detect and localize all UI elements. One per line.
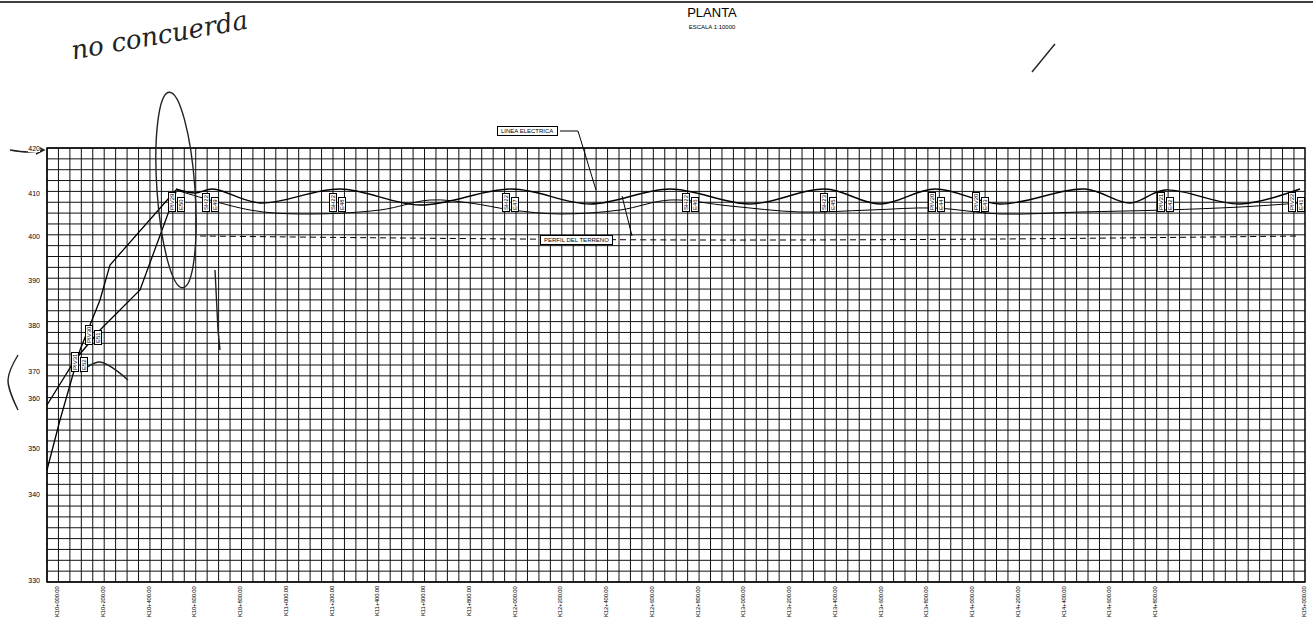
station-label: K11+400.00	[374, 586, 380, 616]
point-tag: SH22	[329, 193, 337, 212]
station-label: K11+200.00	[329, 586, 335, 616]
station-label: K10+000.00	[54, 586, 60, 617]
station-label: K10+800.00	[237, 586, 243, 617]
point-tag: PIV20	[972, 192, 980, 212]
point-tag: PIV21	[1157, 192, 1165, 212]
point-tag: E43	[981, 197, 989, 212]
profile-lines	[47, 131, 1300, 470]
note-text: PERFIL DEL TERRENO	[544, 237, 609, 243]
station-label: K14+000.00	[969, 586, 975, 617]
point-tag: E41	[1297, 197, 1305, 212]
point-tag: E52	[80, 357, 88, 372]
elevation-label: 330	[28, 577, 40, 584]
elevation-label: 370	[28, 368, 40, 375]
station-label: K10+400.00	[146, 586, 152, 617]
station-label: K12+800.00	[695, 586, 701, 617]
point-tag: PIV29	[168, 192, 176, 212]
station-label: K11+800.00	[466, 586, 472, 616]
station-label: K10+600.00	[191, 586, 197, 617]
point-tag: PIV31	[71, 352, 79, 372]
station-label: K12+000.00	[512, 586, 518, 617]
point-tag: E47	[511, 197, 519, 212]
station-label: K11+600.00	[420, 586, 426, 616]
point-tag: E46	[691, 197, 699, 212]
station-label: K12+600.00	[649, 586, 655, 617]
station-label: K13+000.00	[740, 586, 746, 617]
point-tag: E51	[94, 330, 102, 345]
elevation-label: 420	[28, 145, 40, 152]
station-label: K14+200.00	[1015, 586, 1021, 617]
station-label: K14+600.00	[1106, 586, 1112, 617]
point-tag: SH23	[820, 193, 828, 212]
point-tag: PIV20	[928, 192, 936, 212]
sheet-title: PLANTA	[687, 6, 737, 19]
point-tag: E49	[211, 197, 219, 212]
station-label: K13+200.00	[786, 586, 792, 617]
station-label: K12+200.00	[557, 586, 563, 617]
point-tag: E50	[177, 197, 185, 212]
elevation-label: 380	[28, 322, 40, 329]
note-text: LINEA ELECTRICA	[501, 128, 554, 134]
station-label: K12+400.00	[603, 586, 609, 617]
point-tag: E45	[829, 197, 837, 212]
station-label: K13+800.00	[923, 586, 929, 617]
grid	[0, 2, 1313, 582]
point-tag: E42	[1166, 197, 1174, 212]
station-label: K14+400.00	[1061, 586, 1067, 617]
point-tag: SH22	[502, 193, 510, 212]
elevation-label: 340	[28, 491, 40, 498]
point-tag: SH22	[202, 193, 210, 212]
station-label: K10+200.00	[100, 586, 106, 617]
station-label: K15+000.00	[1301, 586, 1307, 617]
elevation-label: 390	[28, 277, 40, 284]
note-box: LINEA ELECTRICA	[497, 126, 558, 136]
station-label: K11+000.00	[283, 586, 289, 616]
handwritten-marks	[8, 44, 1055, 410]
station-label: K13+400.00	[832, 586, 838, 617]
station-label: K13+600.00	[878, 586, 884, 617]
point-tag: PIV22	[1288, 192, 1296, 212]
elevation-label: 350	[28, 445, 40, 452]
elevation-label: 400	[28, 233, 40, 240]
point-tag: SH22	[682, 193, 690, 212]
note-box: PERFIL DEL TERRENO	[540, 235, 613, 245]
handwritten-note: no concuerda	[69, 7, 250, 64]
elevation-label: 360	[28, 395, 40, 402]
station-label: K14+800.00	[1152, 586, 1158, 617]
elevation-label: 410	[28, 190, 40, 197]
scale-note: ESCALA 1:10000	[689, 24, 736, 30]
point-tag: PIV30	[85, 325, 93, 345]
point-tag: E44	[937, 197, 945, 212]
point-tag: E48	[338, 197, 346, 212]
